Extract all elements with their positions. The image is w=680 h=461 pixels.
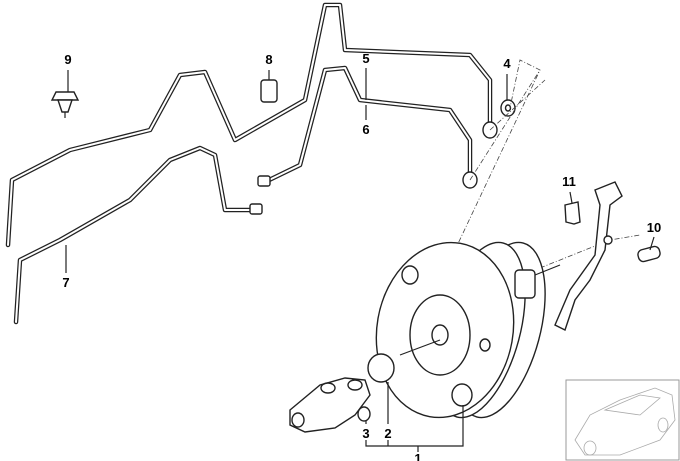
callout-11: 11 [562,174,576,189]
callout-5: 5 [362,51,369,66]
o-ring-2[interactable] [367,353,395,383]
callout-8: 8 [265,52,272,67]
rivet-9[interactable] [50,91,80,118]
callout-1: 1 [414,451,421,461]
pedal-bracket[interactable] [554,181,623,331]
callout-10: 10 [647,220,661,235]
callout-4: 4 [503,56,511,71]
pipe-6[interactable] [257,65,478,189]
pin-10[interactable] [637,245,661,263]
brake-booster-1[interactable] [363,232,562,429]
pipe-7[interactable] [13,145,263,325]
callout-2: 2 [384,426,391,441]
clip-11[interactable] [564,201,581,225]
callout-7: 7 [62,275,69,290]
washer-4[interactable] [500,99,516,117]
car-location-thumbnail [565,379,680,461]
leader-lines [65,68,655,452]
clip-8[interactable] [260,79,278,103]
callout-9: 9 [64,52,71,67]
callout-6: 6 [362,122,369,137]
master-cylinder[interactable] [289,377,371,433]
callout-3: 3 [362,426,369,441]
seal-3[interactable] [357,406,371,422]
